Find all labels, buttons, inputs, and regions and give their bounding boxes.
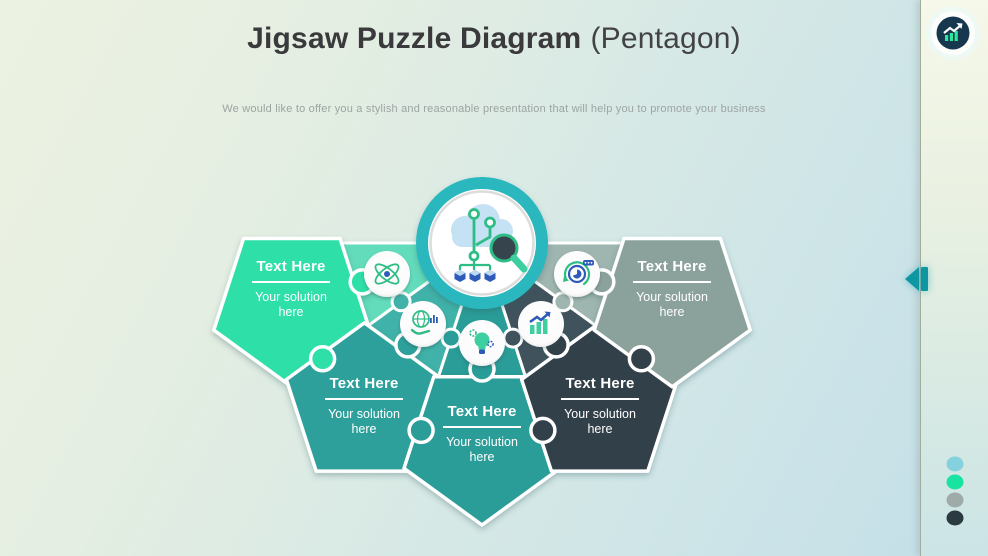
pentagon-knob bbox=[627, 345, 656, 373]
pentagon-knob bbox=[529, 416, 557, 445]
pentagon-knob bbox=[308, 345, 337, 373]
growth-chart-badge-icon bbox=[931, 11, 975, 55]
wedge-knob bbox=[440, 327, 462, 349]
pagination-dot-1[interactable] bbox=[946, 456, 964, 472]
wedge-knob bbox=[390, 291, 412, 313]
page-title: Jigsaw Puzzle Diagram(Pentagon) bbox=[0, 22, 988, 56]
previous-arrow-icon bbox=[905, 267, 928, 291]
atom-icon bbox=[374, 263, 400, 285]
growth-chart-icon bbox=[529, 311, 551, 334]
pentagon-knob bbox=[407, 416, 435, 445]
lightbulb-gear-icon bbox=[469, 329, 494, 354]
cloud-network-search-icon bbox=[451, 204, 528, 282]
pagination-dot-4[interactable] bbox=[946, 510, 964, 526]
pagination-dot-3[interactable] bbox=[946, 492, 964, 508]
brand-badge[interactable] bbox=[925, 5, 981, 61]
center-circle bbox=[416, 177, 548, 309]
pagination-dot-2[interactable] bbox=[946, 474, 964, 490]
page-title-main: Jigsaw Puzzle Diagram bbox=[247, 22, 582, 55]
icon-disc-globe bbox=[400, 301, 446, 347]
side-panel bbox=[905, 0, 988, 556]
page-title-suffix: (Pentagon) bbox=[590, 22, 741, 55]
previous-arrow-button[interactable] bbox=[903, 265, 933, 293]
globe-hand-icon bbox=[410, 310, 438, 335]
pagination-dots bbox=[946, 456, 964, 526]
timer-icon bbox=[563, 260, 594, 286]
wedge-knob bbox=[552, 291, 574, 313]
wedge-knob bbox=[502, 327, 524, 349]
page-subtitle: We would like to offer you a stylish and… bbox=[222, 103, 766, 115]
